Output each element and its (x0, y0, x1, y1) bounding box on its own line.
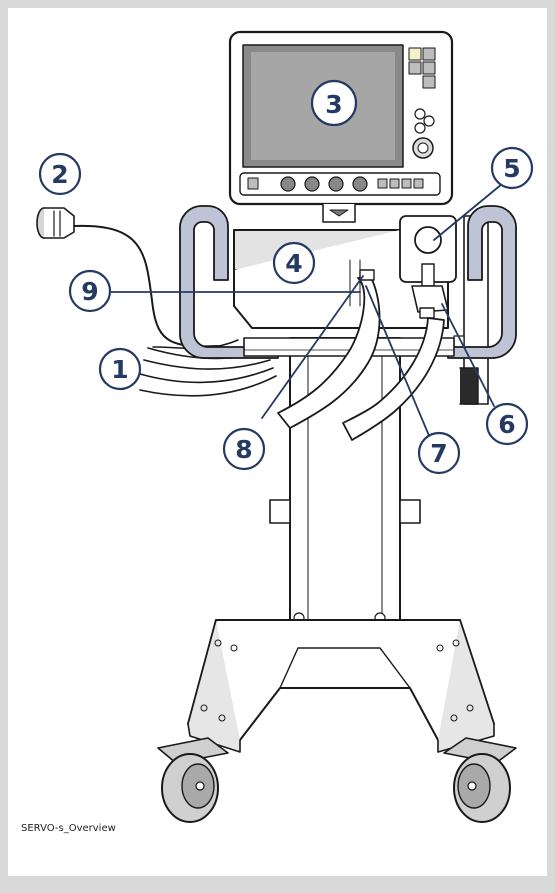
callout-7-label: 7 (430, 439, 447, 468)
callout-4-label: 4 (285, 249, 302, 278)
callout-3-label: 3 (325, 90, 342, 119)
leader-lines (107, 183, 503, 439)
breathing-tubes (277, 269, 445, 441)
leader-8 (261, 275, 364, 419)
callout-5: 5 (490, 146, 534, 190)
callout-5-label: 5 (503, 154, 520, 183)
callout-2-label: 2 (51, 160, 68, 189)
figure-caption: SERVO-s_Overview (21, 823, 116, 834)
callout-7: 7 (417, 431, 461, 475)
callout-9: 9 (68, 269, 112, 313)
power-plug (36, 207, 75, 239)
cart-base (187, 619, 495, 753)
callout-6-label: 6 (498, 410, 515, 439)
leader-6 (441, 303, 495, 407)
callout-6: 6 (485, 402, 529, 446)
display-monitor (228, 30, 454, 223)
callout-1: 1 (98, 347, 142, 391)
left-caster (157, 737, 229, 823)
patient-unit (233, 215, 457, 329)
callout-8: 8 (222, 427, 266, 471)
leader-5 (433, 183, 503, 241)
cart-column (269, 337, 421, 649)
callout-1-label: 1 (111, 355, 128, 384)
callout-8-label: 8 (235, 435, 252, 464)
figure-panel: 1 2 3 4 5 6 7 8 9 SERVO-s_Overview (8, 8, 547, 876)
callout-3: 3 (310, 79, 358, 127)
callout-2: 2 (38, 152, 82, 196)
right-caster (443, 737, 517, 823)
callout-4: 4 (272, 241, 316, 285)
callout-9-label: 9 (81, 277, 98, 306)
ventilator-illustration: 1 2 3 4 5 6 7 8 9 (36, 30, 534, 823)
leader-7 (365, 285, 431, 439)
